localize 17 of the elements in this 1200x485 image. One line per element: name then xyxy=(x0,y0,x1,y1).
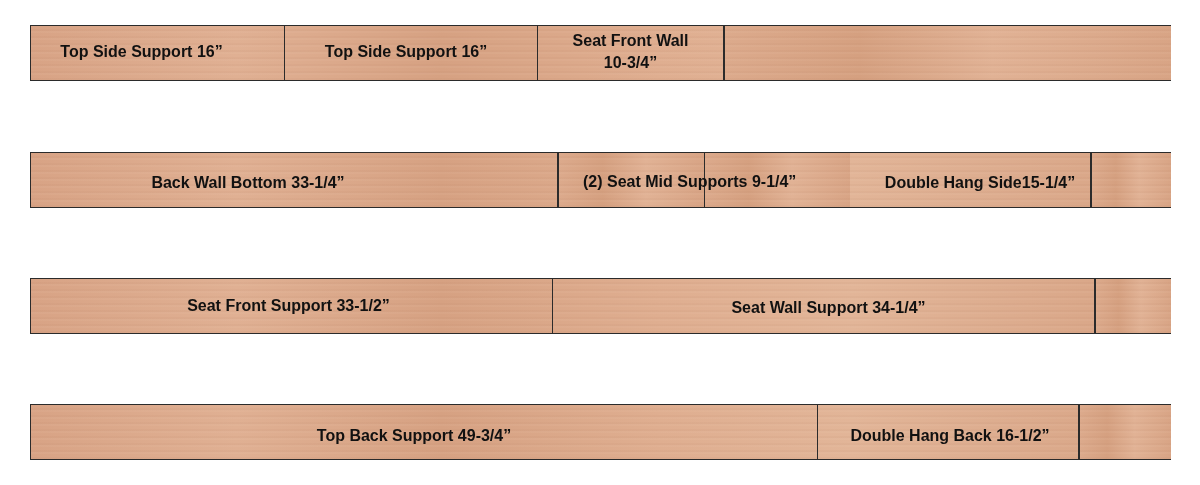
piece-label: Double Hang Side15-1/4” xyxy=(884,173,1076,193)
lumber-board xyxy=(30,25,1171,81)
lumber-board xyxy=(30,404,1171,460)
piece-label: Seat Wall Support 34-1/4” xyxy=(731,298,926,318)
offcut-piece xyxy=(1091,153,1171,207)
piece-label: Double Hang Back 16-1/2” xyxy=(850,426,1050,446)
piece-label: Seat Front Wall 10-3/4” xyxy=(571,31,690,73)
lumber-board xyxy=(30,152,1171,208)
piece-label: Top Side Support 16” xyxy=(324,42,488,62)
offcut-piece xyxy=(1079,405,1171,459)
offcut-piece xyxy=(1095,279,1171,333)
piece-label: Top Side Support 16” xyxy=(60,42,223,62)
piece-label: Back Wall Bottom 33-1/4” xyxy=(151,173,345,193)
offcut-piece xyxy=(724,26,1171,80)
piece-label: Seat Front Support 33-1/2” xyxy=(187,296,390,316)
piece-label: Top Back Support 49-3/4” xyxy=(316,426,512,446)
lumber-board xyxy=(30,278,1171,334)
